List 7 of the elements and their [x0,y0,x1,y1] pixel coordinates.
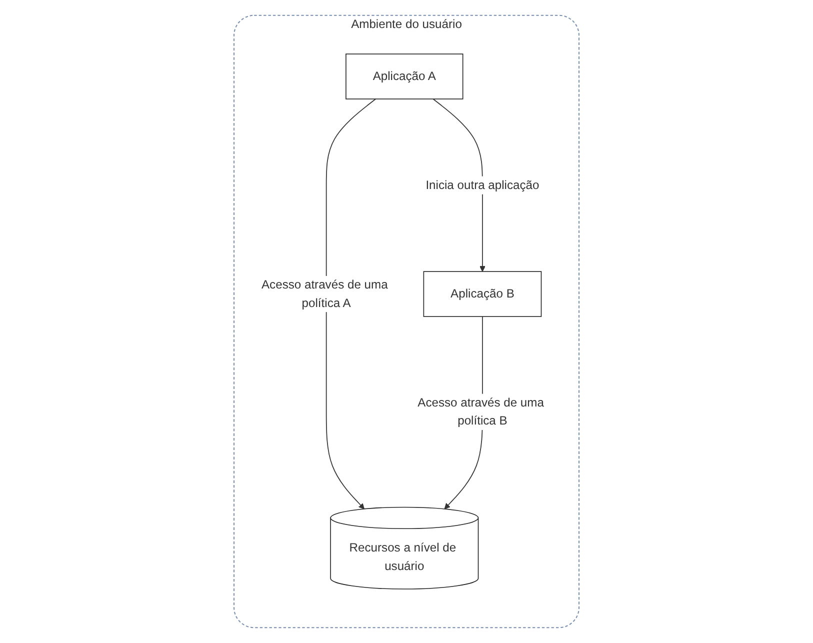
arrow [432,98,486,272]
arrow [326,98,376,510]
edge-label: Inicia outra aplicação [426,178,540,192]
edge-label: Acesso através de uma política B [418,396,544,428]
node-box: Aplicação A [346,54,464,100]
node-box: Aplicação B [423,271,542,317]
edge-label: Acesso através de uma política A [261,278,388,310]
